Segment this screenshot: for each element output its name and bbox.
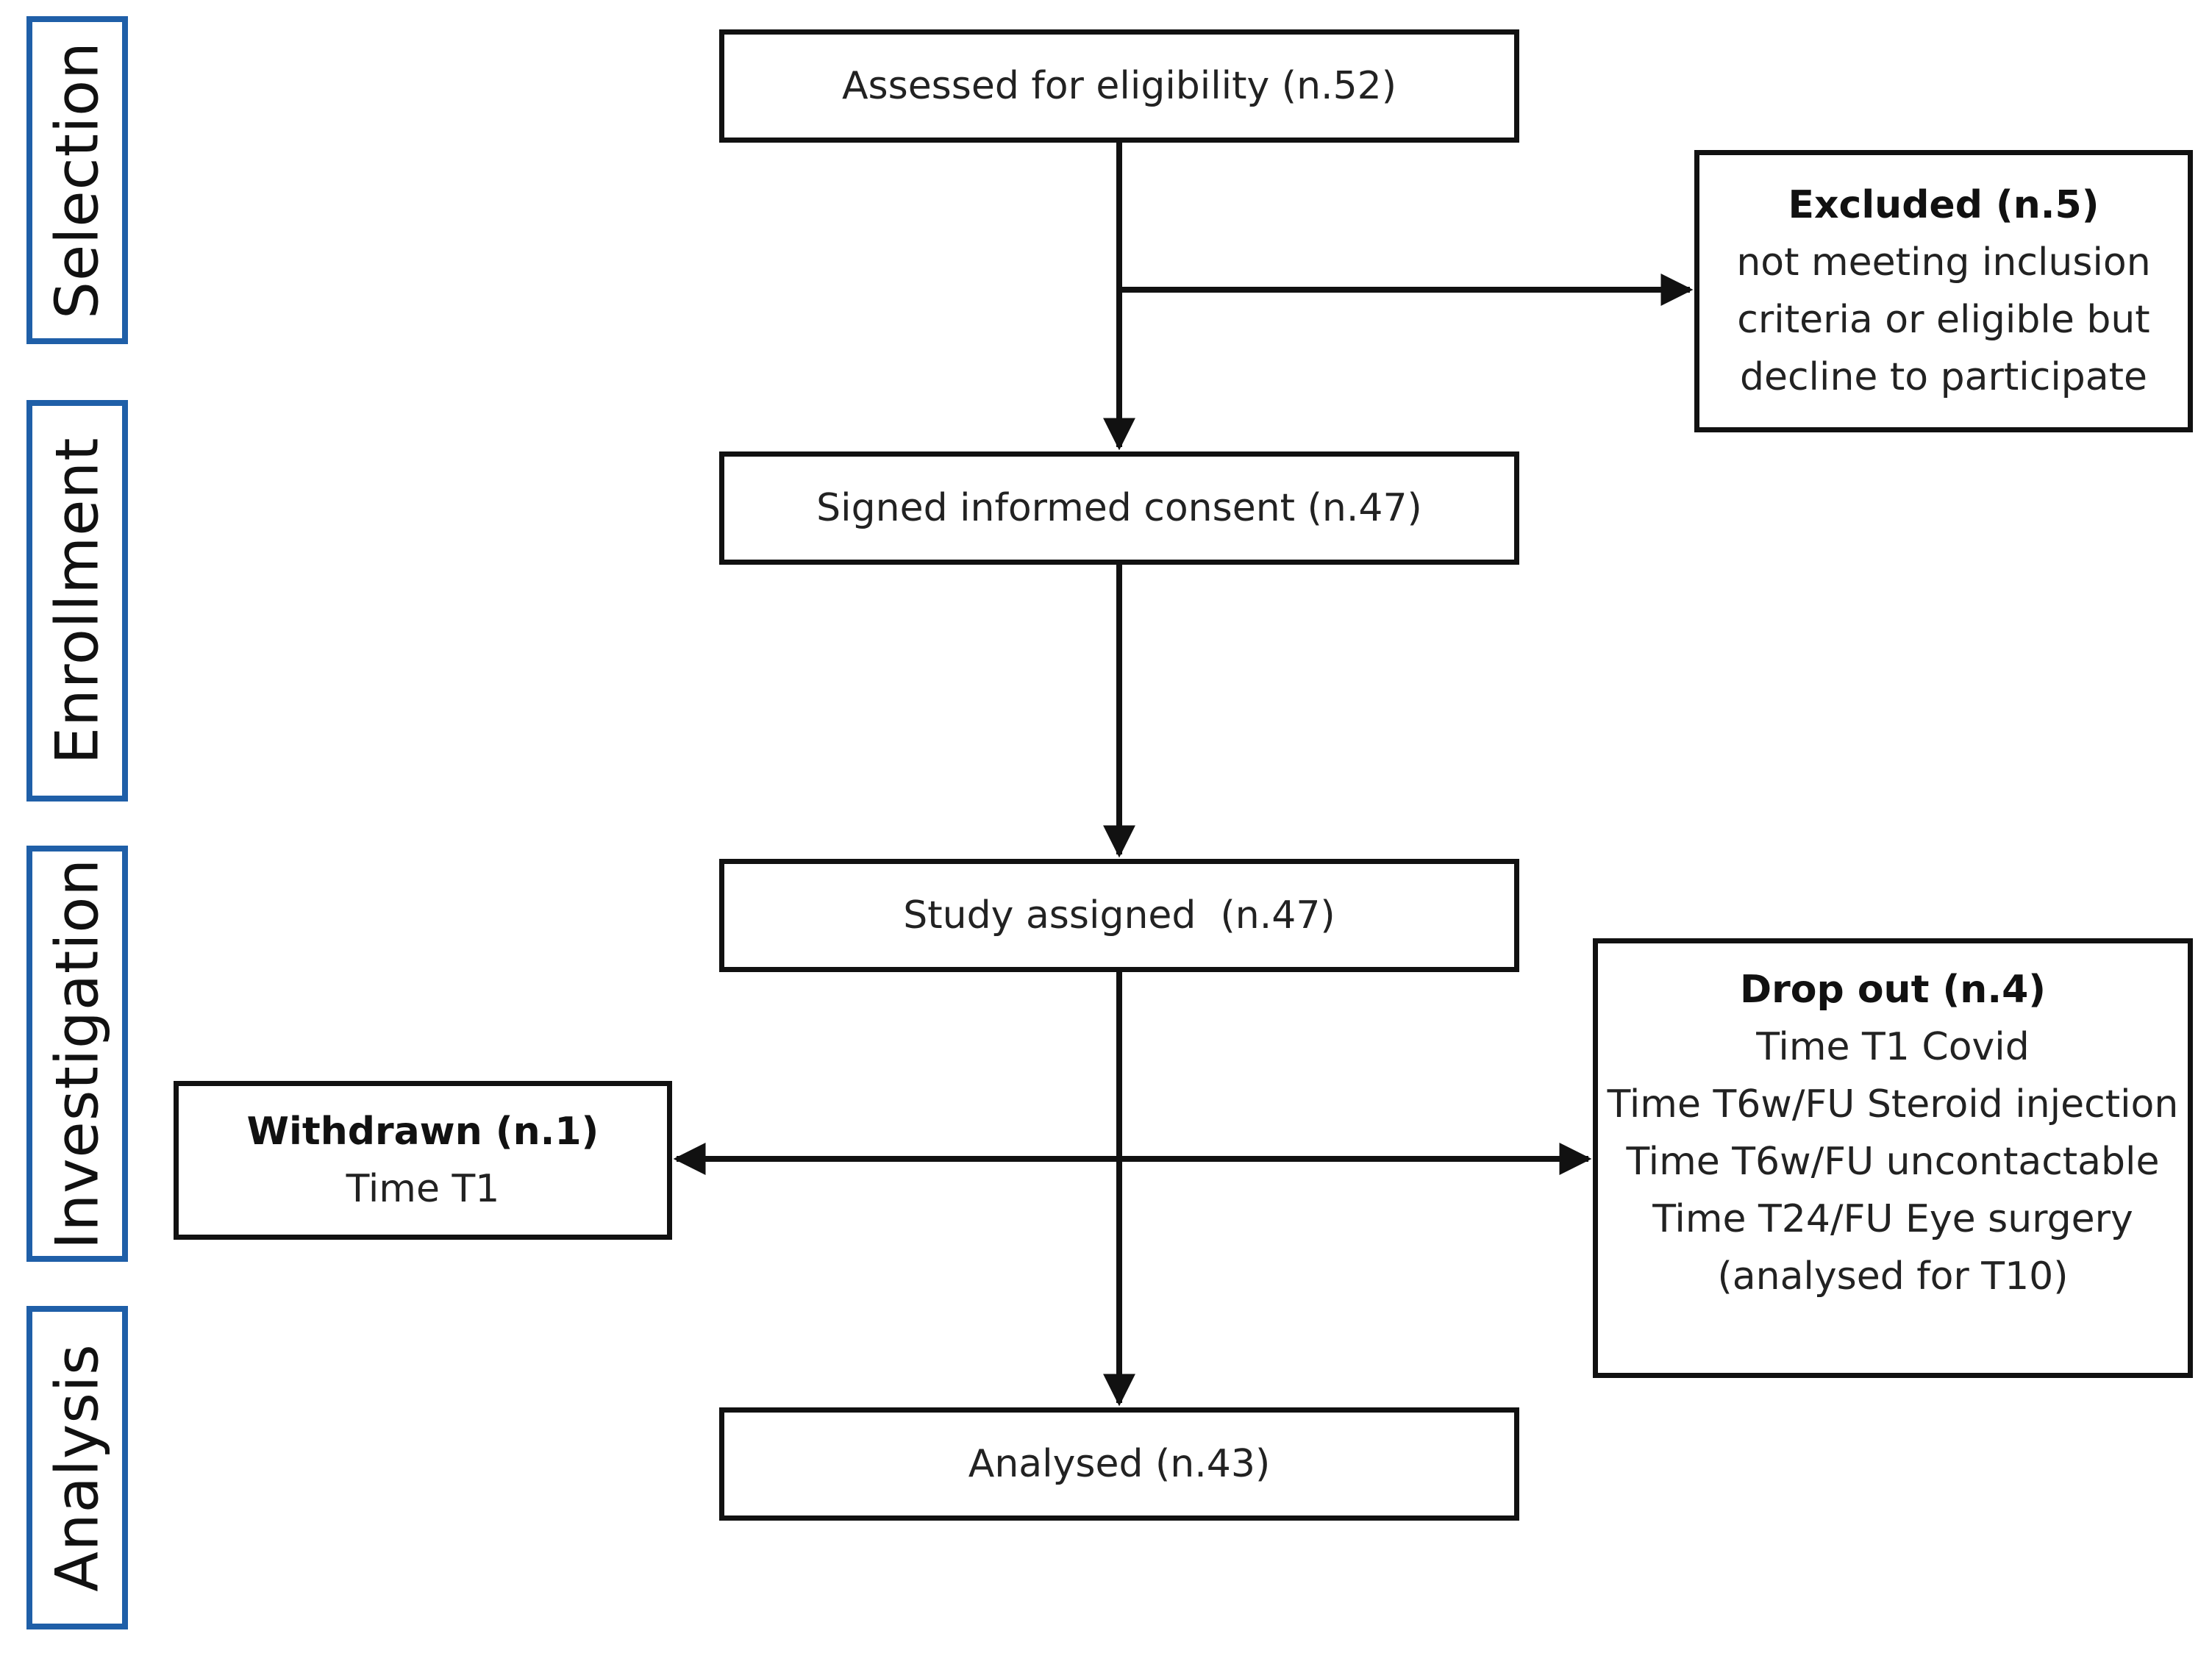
stage-label-enrollment: Enrollment bbox=[26, 400, 128, 801]
box-analysed-text: Analysed (n.43) bbox=[968, 1442, 1271, 1486]
stage-label-investigation: Investigation bbox=[26, 846, 128, 1262]
dropout-line: Time T1 Covid bbox=[1756, 1025, 2030, 1069]
box-withdrawn: Withdrawn (n.1) Time T1 bbox=[174, 1081, 672, 1240]
excluded-line: criteria or eligible but bbox=[1737, 298, 2150, 342]
excluded-title: Excluded (n.5) bbox=[1788, 183, 2099, 227]
excluded-line: not meeting inclusion bbox=[1736, 240, 2151, 285]
dropout-line: Time T6w/FU Steroid injection bbox=[1607, 1082, 2179, 1127]
stage-label-enrollment-text: Enrollment bbox=[43, 437, 112, 765]
withdrawn-title: Withdrawn (n.1) bbox=[246, 1110, 599, 1154]
box-assessed-eligibility: Assessed for eligibility (n.52) bbox=[719, 29, 1519, 143]
box-signed-text: Signed informed consent (n.47) bbox=[816, 486, 1422, 530]
box-assessed-text: Assessed for eligibility (n.52) bbox=[841, 64, 1397, 108]
dropout-title: Drop out (n.4) bbox=[1739, 968, 2047, 1012]
box-study-text: Study assigned (n.47) bbox=[903, 893, 1335, 938]
box-dropout: Drop out (n.4) Time T1 Covid Time T6w/FU… bbox=[1593, 938, 2193, 1378]
stage-label-analysis: Analysis bbox=[26, 1306, 128, 1629]
dropout-line: Time T24/FU Eye surgery bbox=[1652, 1197, 2133, 1241]
withdrawn-line: Time T1 bbox=[346, 1167, 500, 1211]
dropout-line: Time T6w/FU uncontactable bbox=[1626, 1140, 2160, 1184]
box-signed-consent: Signed informed consent (n.47) bbox=[719, 451, 1519, 565]
box-excluded: Excluded (n.5) not meeting inclusion cri… bbox=[1694, 150, 2193, 432]
stage-label-selection: Selection bbox=[26, 16, 128, 344]
stage-label-selection-text: Selection bbox=[43, 41, 112, 319]
stage-label-analysis-text: Analysis bbox=[43, 1343, 112, 1592]
excluded-line: decline to participate bbox=[1739, 355, 2148, 399]
stage-label-investigation-text: Investigation bbox=[43, 857, 112, 1250]
box-study-assigned: Study assigned (n.47) bbox=[719, 859, 1519, 972]
box-analysed: Analysed (n.43) bbox=[719, 1407, 1519, 1521]
dropout-line: (analysed for T10) bbox=[1717, 1254, 2069, 1299]
